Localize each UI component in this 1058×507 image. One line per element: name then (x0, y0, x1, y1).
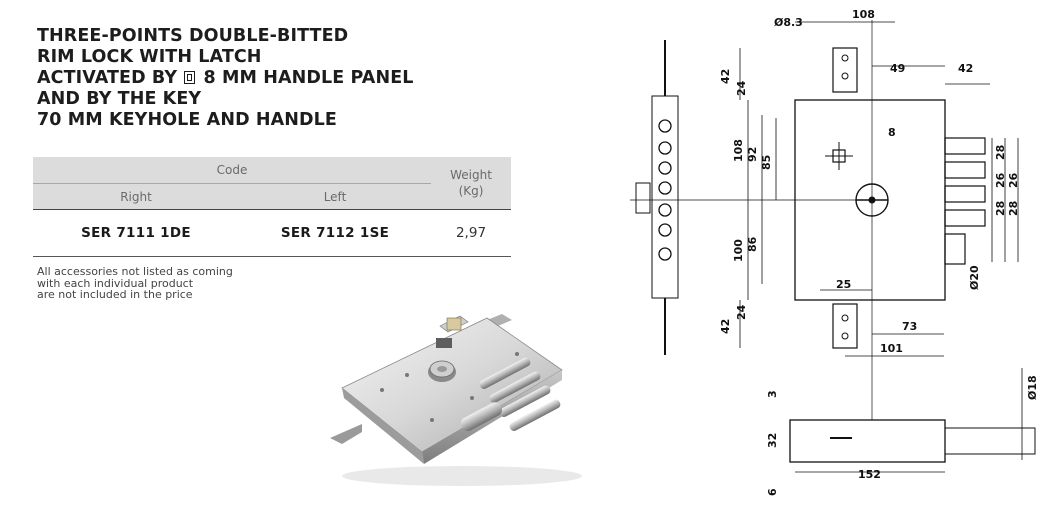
dim-49: 49 (890, 62, 905, 75)
title-line-3: ACTIVATED BY 8 MM HANDLE PANEL (37, 68, 517, 89)
code-header: Code (33, 157, 431, 184)
dim-24-top: 24 (735, 80, 748, 96)
dim-28-c: 28 (1007, 201, 1020, 216)
dim-42-right: 42 (958, 62, 973, 75)
dim-d8-3: Ø8.3 (774, 16, 803, 29)
dim-3: 3 (766, 390, 779, 398)
dim-24-bottom: 24 (735, 304, 748, 320)
dim-92: 92 (746, 147, 759, 162)
dim-26-a: 26 (994, 172, 1007, 188)
dim-108-top: 108 (852, 8, 875, 21)
weight-header: Weight (Kg) (431, 157, 511, 210)
square-spindle-icon (184, 71, 196, 84)
note-line-1: All accessories not listed as coming (37, 265, 233, 278)
lock-bolts (460, 357, 561, 432)
dim-42-top: 42 (719, 69, 732, 84)
dim-101: 101 (880, 342, 903, 355)
title-line-1: THREE-POINTS DOUBLE-BITTED (37, 26, 349, 46)
dim-square-8: 8 (888, 126, 896, 139)
title-line-3-end: 8 MM HANDLE PANEL (197, 68, 414, 88)
title-line-4: AND BY THE KEY (37, 89, 202, 109)
weight-header-label: Weight (450, 168, 492, 182)
dim-32: 32 (766, 433, 779, 448)
dim-86: 86 (746, 236, 759, 252)
dim-108-left: 108 (732, 139, 745, 162)
weight-cell: 2,97 (431, 209, 511, 257)
dim-25: 25 (836, 278, 851, 291)
title-line-3-start: ACTIVATED BY (37, 68, 184, 88)
technical-drawing: Ø8.3 108 49 42 42 24 108 92 85 100 86 42… (630, 8, 1039, 496)
title-line-2: RIM LOCK WITH LATCH (37, 47, 262, 67)
title-line-5: 70 MM KEYHOLE AND HANDLE (37, 110, 337, 130)
table-row: SER 7111 1DE SER 7112 1SE 2,97 (33, 209, 511, 257)
dim-152: 152 (858, 468, 881, 481)
dim-73: 73 (902, 320, 917, 333)
dim-28-a: 28 (994, 145, 1007, 160)
dim-26-b: 26 (1007, 172, 1020, 188)
dim-85: 85 (760, 155, 773, 170)
dim-d20: Ø20 (968, 265, 981, 290)
weight-header-unit: (Kg) (458, 184, 484, 198)
note-line-2: with each individual product (37, 276, 194, 290)
dim-d18: Ø18 (1026, 375, 1039, 400)
dim-28-b: 28 (994, 201, 1007, 216)
note-line-3: are not included in the price (37, 288, 193, 301)
dim-100: 100 (732, 239, 745, 262)
left-header: Left (239, 183, 431, 210)
product-title: THREE-POINTS DOUBLE-BITTED RIM LOCK WITH… (37, 26, 517, 131)
product-code-table: Code Weight (Kg) Right Left SER 7111 1DE… (33, 157, 511, 257)
dim-6: 6 (766, 488, 779, 496)
dim-42-bottom: 42 (719, 319, 732, 334)
left-code-cell: SER 7112 1SE (239, 209, 431, 257)
accessories-note: All accessories not listed as coming wit… (37, 266, 297, 301)
right-code-cell: SER 7111 1DE (33, 209, 239, 257)
right-header: Right (33, 183, 239, 210)
lock-photo (330, 314, 582, 486)
